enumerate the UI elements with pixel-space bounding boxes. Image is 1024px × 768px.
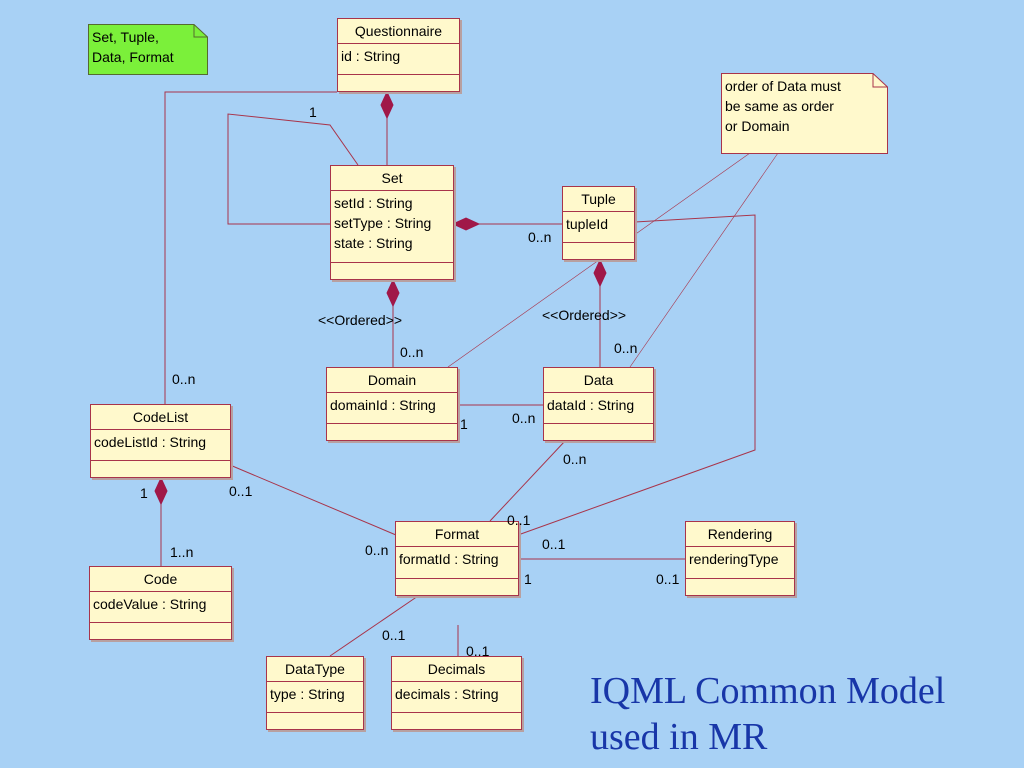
class-name: Rendering	[686, 522, 794, 547]
composition-diamond	[386, 278, 400, 308]
slide-title-line: used in MR	[590, 716, 768, 758]
multiplicity-label: 1..n	[170, 544, 194, 560]
class-attribute: decimals : String	[395, 686, 499, 702]
class-name: Code	[90, 567, 231, 592]
data-format-link	[489, 440, 566, 522]
class-operations	[91, 460, 230, 477]
class-code[interactable]: Code codeValue : String	[89, 566, 232, 640]
multiplicity-label: 1	[140, 485, 148, 501]
composition-diamond	[593, 258, 607, 288]
class-set[interactable]: Set setId : String setType : String stat…	[330, 165, 454, 280]
multiplicity-label: 0..1	[656, 571, 680, 587]
class-data[interactable]: Data dataId : String	[543, 367, 654, 441]
questionnaire-codelist-link	[164, 91, 337, 404]
class-operations	[396, 578, 518, 595]
note-types-shape	[88, 24, 208, 75]
note-order-shape	[721, 73, 888, 154]
multiplicity-label: 0..1	[382, 627, 406, 643]
slide-title: IQML Common Model used in MR	[590, 668, 945, 760]
multiplicity-label: 1	[309, 104, 317, 120]
class-operations	[267, 712, 363, 729]
class-format[interactable]: Format formatId : String	[395, 521, 519, 596]
note-types-line: Set, Tuple,	[92, 29, 159, 45]
class-attribute: state : String	[334, 235, 413, 251]
class-name: Tuple	[563, 187, 634, 212]
class-questionnaire[interactable]: Questionnaire id : String	[337, 18, 460, 92]
class-attribute: codeValue : String	[93, 596, 207, 612]
class-rendering[interactable]: Rendering renderingType	[685, 521, 795, 596]
multiplicity-label: 0..1	[507, 512, 531, 528]
multiplicity-label: 0..n	[563, 451, 587, 467]
class-attribute: dataId : String	[547, 397, 635, 413]
class-operations	[327, 423, 457, 440]
set-self-link	[227, 113, 359, 225]
class-attribute: tupleId	[566, 216, 609, 232]
class-attribute: setType : String	[334, 215, 432, 231]
multiplicity-label: 0..1	[229, 483, 253, 499]
multiplicity-label: 0..n	[512, 410, 536, 426]
class-attribute: domainId : String	[330, 397, 436, 413]
note-order: order of Data must be same as order or D…	[721, 73, 888, 154]
class-operations	[90, 622, 231, 639]
class-operations	[544, 423, 653, 440]
note-types-fold	[193, 24, 208, 38]
class-operations	[392, 712, 521, 729]
note-order-line: or Domain	[725, 118, 790, 134]
stereotype-label: <<Ordered>>	[318, 312, 403, 328]
note-order-fold	[872, 73, 888, 88]
multiplicity-label: 0..1	[542, 536, 566, 552]
class-name: Questionnaire	[338, 19, 459, 44]
note-types-body	[88, 24, 208, 75]
class-name: Data	[544, 368, 653, 393]
note-order-body	[721, 73, 888, 154]
class-attribute: formatId : String	[399, 551, 499, 567]
codelist-format-link	[229, 464, 397, 536]
class-operations	[338, 74, 459, 91]
multiplicity-label: 0..n	[528, 229, 552, 245]
class-domain[interactable]: Domain domainId : String	[326, 367, 458, 441]
multiplicity-label: 1	[524, 571, 532, 587]
note-anchor-data	[629, 152, 779, 368]
note-anchor-domain	[447, 152, 751, 368]
multiplicity-label: 0..1	[466, 643, 490, 659]
multiplicity-label: 1	[460, 416, 468, 432]
class-name: Domain	[327, 368, 457, 393]
class-operations	[563, 242, 634, 259]
note-types-line: Data, Format	[92, 49, 174, 65]
class-codelist[interactable]: CodeList codeListId : String	[90, 404, 231, 478]
note-types: Set, Tuple, Data, Format	[88, 24, 208, 75]
composition-diamond	[154, 476, 168, 506]
class-name: Format	[396, 522, 518, 547]
format-datatype-link	[329, 595, 419, 657]
class-operations	[331, 262, 453, 279]
class-attribute: renderingType	[689, 551, 779, 567]
slide-title-line: IQML Common Model	[590, 670, 946, 712]
multiplicity-label: 0..n	[614, 340, 638, 356]
composition-diamond	[380, 90, 394, 120]
class-attribute: codeListId : String	[94, 434, 207, 450]
class-attribute: setId : String	[334, 195, 413, 211]
class-name: DataType	[267, 657, 363, 682]
class-attribute: id : String	[341, 48, 401, 64]
class-datatype[interactable]: DataType type : String	[266, 656, 364, 730]
class-name: CodeList	[91, 405, 230, 430]
stereotype-label: <<Ordered>>	[542, 307, 627, 323]
class-operations	[686, 578, 794, 595]
class-decimals[interactable]: Decimals decimals : String	[391, 656, 522, 730]
class-name: Decimals	[392, 657, 521, 682]
multiplicity-label: 0..n	[172, 371, 196, 387]
composition-diamond	[451, 217, 481, 231]
multiplicity-label: 0..n	[400, 344, 424, 360]
note-order-line: order of Data must	[725, 78, 841, 94]
note-order-line: be same as order	[725, 98, 834, 114]
multiplicity-label: 0..n	[365, 542, 389, 558]
class-tuple[interactable]: Tuple tupleId	[562, 186, 635, 260]
class-attribute: type : String	[270, 686, 345, 702]
class-name: Set	[331, 166, 453, 191]
tuple-format-link	[517, 214, 756, 536]
